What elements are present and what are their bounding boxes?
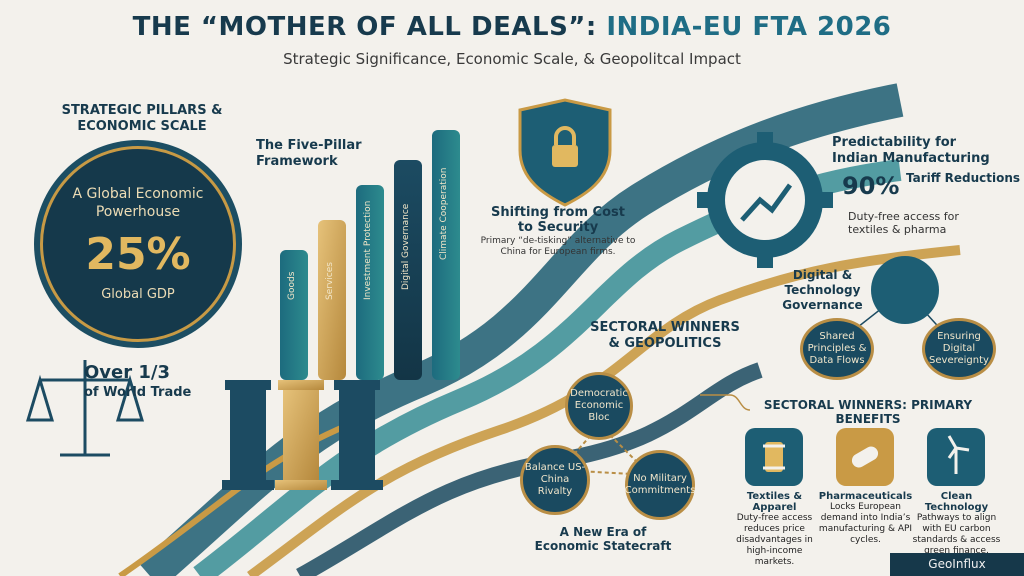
page-subtitle: Strategic Significance, Economic Scale, … [283,50,741,68]
security-heading: Shifting from Cost to Security [491,205,625,235]
benefits-heading: SECTORAL WINNERS: PRIMARY BENEFITS [763,398,973,426]
node-democratic-bloc: Democratic Economic Bloc [565,372,633,440]
gdp-circle-heading: A Global Economic Powerhouse [72,186,204,220]
pillar-label-digital: Digital Governance [401,203,411,290]
digital-heading: Digital & Technology Governance [782,268,863,312]
benefit-textiles: Textiles & Apparel Duty-free access redu… [727,491,822,568]
node-balance-rivalry: Balance US-China Rivalty [520,445,590,515]
trade-label: of World Trade [84,385,192,400]
title-main: THE “MOTHER OF ALL DEALS”: [132,12,607,42]
benefit-pharma-title: Pharmaceuticals [818,491,913,502]
manufacturing-subtext: Duty-free access for textiles & pharma [848,210,959,236]
node-digital-sovereignty: Ensuring Digital Severeignty [922,318,996,380]
security-subtext: Primary “de-tisking” alternative to Chin… [480,236,636,257]
benefit-textiles-title: Textiles & Apparel [746,491,803,513]
geopolitics-heading: SECTORAL WINNERS & GEOPOLITICS [590,320,740,351]
benefit-cleantech: Clean Technology Pathways to align with … [909,491,1004,557]
gdp-value: 25% [85,229,191,280]
benefit-pharma: Pharmaceuticals Locks European demand in… [818,491,913,546]
geopolitics-footer: A New Era of Economic Statecraft [534,525,672,553]
pillar-label-climate: Climate Cooperation [439,167,449,261]
five-pillar-heading: The Five-Pillar Framework [256,138,362,169]
pillar-label-services: Services [325,262,335,300]
benefit-pharma-text: Locks European demand into India’s manuf… [818,502,913,545]
tariff-label: Tariff Reductions [906,171,1021,185]
gdp-circle: A Global Economic Powerhouse 25% Global … [40,146,236,342]
trade-share: Over 1/3 of World Trade [84,363,191,403]
benefit-cleantech-title: Clean Technology [924,491,989,513]
node-shared-principles: Shared Principles & Data Flows [800,318,874,380]
pill-icon [836,428,894,486]
benefit-textiles-text: Duty-free access reduces price disadvant… [736,513,813,567]
node-no-military: No Military Commitments [625,450,695,520]
pillar-label-goods: Goods [287,271,297,300]
manufacturing-heading: Predictability for Indian Manufacturing [832,135,990,166]
gdp-label: Global GDP [101,287,175,302]
brand-badge: GeoInflux [890,553,1024,576]
tariff-value: 90% [842,172,900,200]
strategic-pillars-heading: STRATEGIC PILLARS & ECONOMIC SCALE [61,103,223,134]
thread-icon [745,428,803,486]
benefit-cleantech-text: Pathways to align with EU carbon standar… [912,513,1001,556]
page-title: THE “MOTHER OF ALL DEALS”: INDIA-EU FTA … [0,12,1024,42]
trade-value: Over 1/3 [84,362,171,383]
title-accent: INDIA-EU FTA 2026 [606,12,892,42]
pillar-label-investment: Investment Protection [363,200,373,300]
wind-turbine-icon [927,428,985,486]
